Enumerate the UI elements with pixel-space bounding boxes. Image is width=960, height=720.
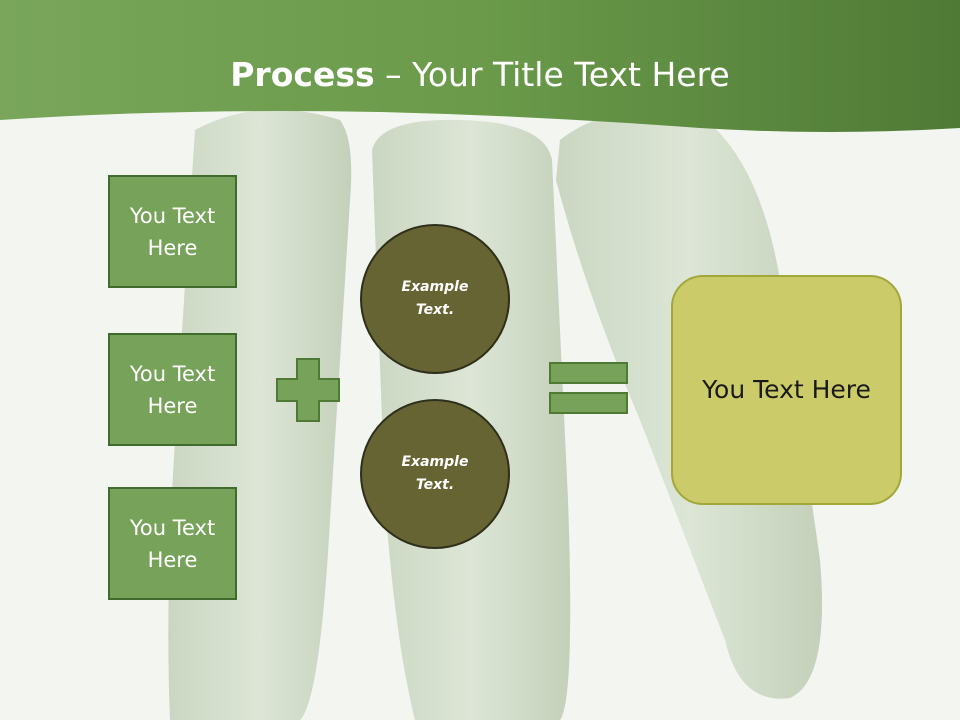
- text-box-1[interactable]: You Text Here: [108, 175, 237, 288]
- example-circle-2-label: Example Text.: [401, 454, 469, 493]
- plus-icon: [276, 358, 340, 422]
- equals-icon: [549, 362, 628, 414]
- result-box[interactable]: You Text Here: [671, 275, 902, 505]
- example-circle-1[interactable]: Example Text.: [360, 224, 510, 374]
- text-box-2[interactable]: You Text Here: [108, 333, 237, 446]
- example-circle-2[interactable]: Example Text.: [360, 399, 510, 549]
- text-box-2-label: You Text Here: [129, 361, 216, 418]
- example-circle-1-label: Example Text.: [401, 279, 469, 318]
- title-bold: Process: [230, 55, 375, 94]
- text-box-3[interactable]: You Text Here: [108, 487, 237, 600]
- text-box-3-label: You Text Here: [129, 515, 216, 572]
- text-box-1-label: You Text Here: [129, 203, 216, 260]
- header-band: [0, 0, 960, 132]
- result-box-label: You Text Here: [702, 375, 871, 404]
- page-title: Process – Your Title Text Here: [0, 50, 960, 100]
- title-text: – Your Title Text Here: [374, 55, 730, 94]
